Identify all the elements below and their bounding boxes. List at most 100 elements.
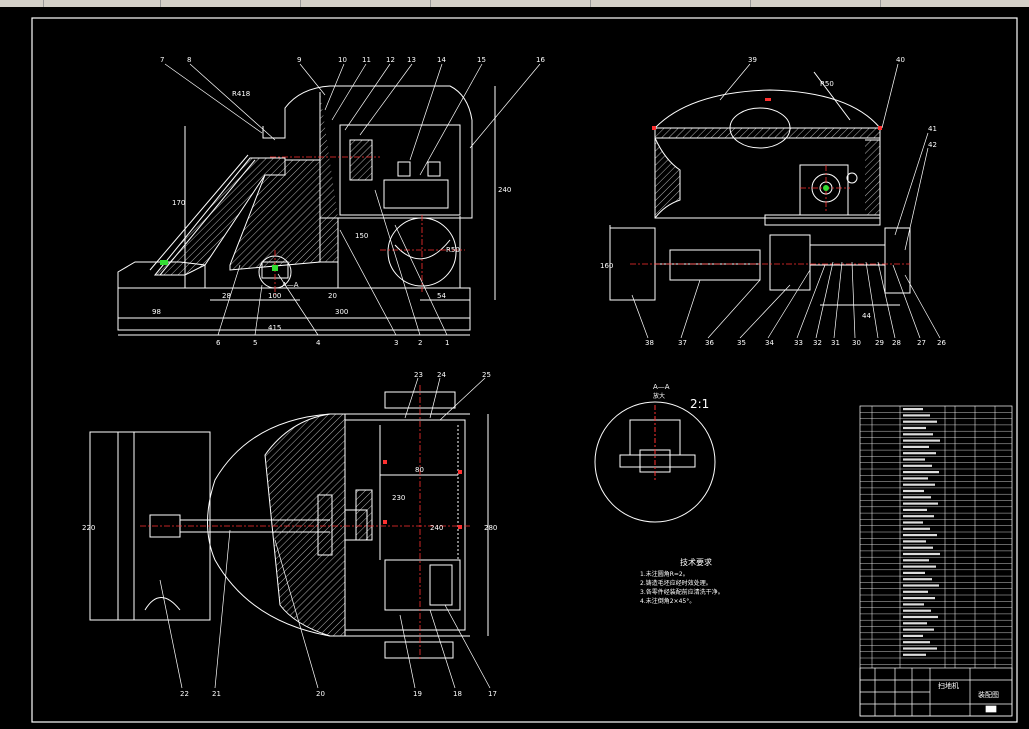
- parts-cell-mark: [903, 590, 928, 593]
- motor-foot: [397, 161, 411, 177]
- motor-foot: [427, 161, 441, 177]
- callout-number: 25: [482, 371, 491, 379]
- motor-box: [383, 179, 449, 209]
- chute-line: [159, 159, 256, 276]
- dim-text: 80: [415, 466, 424, 474]
- parts-cell-mark: [903, 464, 932, 467]
- callout-number: 18: [453, 690, 462, 698]
- drawing-type: 装配图: [978, 690, 999, 699]
- dim-text: 240: [430, 524, 443, 532]
- parts-cell-mark: [903, 653, 926, 656]
- side-callouts: 39 40 41 42 38 37 36 35 34 33 32 31 30 2…: [645, 56, 946, 347]
- parts-rows: [860, 406, 1012, 668]
- parts-cell-mark: [903, 565, 936, 568]
- title-block-texts: 扫地机 装配图: [938, 681, 999, 699]
- dim-text: R50: [446, 246, 460, 254]
- gear-hatch: [355, 489, 373, 541]
- toolbar-separator: [750, 0, 751, 7]
- dim-text: 240: [498, 186, 511, 194]
- callout-number: 19: [413, 690, 422, 698]
- parts-cell-mark: [903, 641, 930, 644]
- handle-arc: [144, 597, 181, 611]
- parts-cell-mark: [903, 420, 937, 423]
- toolbar-separator: [590, 0, 591, 7]
- dim-text: 230: [392, 494, 405, 502]
- parts-cell-mark: [903, 508, 927, 511]
- dim-line: [813, 71, 851, 121]
- callout-number: 8: [187, 56, 191, 64]
- callout-number: 42: [928, 141, 937, 149]
- parts-cell-mark: [903, 534, 937, 537]
- parts-cell-mark: [903, 477, 928, 480]
- front-center-lines: [270, 156, 465, 295]
- tech-req-line: 3.各零件经装配前应清洗干净。: [640, 588, 724, 596]
- front-callouts: 7 8 9 10 11 12 13 14 15 16 1 2 3 4 5 6: [160, 56, 545, 347]
- detail-plate: [619, 454, 696, 468]
- parts-cell-mark: [903, 628, 934, 631]
- toolbar-separator: [300, 0, 301, 7]
- callout-number: 22: [180, 690, 189, 698]
- parts-cell-mark: [903, 527, 930, 530]
- dim-text: 100: [268, 292, 281, 300]
- top-callouts: 23 24 25 22 21 20 19 18 17: [180, 371, 497, 698]
- toolbar-separator: [880, 0, 881, 7]
- toolbar-separator: [430, 0, 431, 7]
- side-red-marks: [652, 98, 882, 130]
- side-left-wall: [654, 137, 681, 219]
- callout-number: 28: [892, 339, 901, 347]
- cad-drawing-canvas[interactable]: 98 415 300 100 28 20 54 240 170 150 R418…: [0, 7, 1029, 729]
- dim-text: 150: [355, 232, 368, 240]
- top-center-lines: [140, 385, 470, 660]
- dim-text: 300: [335, 308, 348, 316]
- parts-cell-mark: [903, 634, 923, 637]
- callout-number: 38: [645, 339, 654, 347]
- dim-text: R50: [820, 80, 834, 88]
- main-wall: [229, 159, 321, 271]
- callout-number: 6: [216, 339, 221, 347]
- side-hole: [729, 107, 791, 149]
- callout-number: 39: [748, 56, 757, 64]
- callout-number: 33: [794, 339, 803, 347]
- dim-text: 170: [172, 199, 185, 207]
- parts-cell-mark: [903, 615, 938, 619]
- side-top-wall: [654, 127, 881, 139]
- callout-number: 23: [414, 371, 423, 379]
- dim-text: 28: [222, 292, 231, 300]
- detail-scale: 2:1: [690, 397, 709, 411]
- parts-cell-mark: [903, 426, 926, 430]
- top-leaders: [159, 377, 491, 689]
- callout-number: 15: [477, 56, 486, 64]
- wheel-top: [384, 391, 456, 409]
- callout-number: 5: [253, 339, 257, 347]
- callout-number: 14: [437, 56, 446, 64]
- callout-number: 2: [418, 339, 422, 347]
- callout-number: 37: [678, 339, 687, 347]
- detail-view-a-a: A—A 放大 2:1: [594, 383, 716, 523]
- callout-number: 40: [896, 56, 905, 64]
- parts-cell-mark: [903, 445, 929, 448]
- toolbar-separator: [160, 0, 161, 7]
- callout-number: 13: [407, 56, 416, 64]
- parts-cell-mark: [903, 433, 933, 436]
- tech-req-line: 2.铸造毛坯应经时效处理。: [640, 579, 712, 587]
- roller-slot: [317, 494, 333, 556]
- front-leaders: [164, 63, 541, 336]
- callout-number: 9: [297, 56, 301, 64]
- detail-circle: [594, 401, 716, 523]
- parts-cell-mark: [903, 559, 929, 562]
- front-view: [117, 85, 496, 336]
- callout-number: 10: [338, 56, 347, 64]
- chute-line: [149, 154, 249, 271]
- dim-text: 280: [484, 524, 497, 532]
- parts-cell-mark: [903, 647, 937, 650]
- parts-cell-mark: [903, 458, 925, 461]
- gear-block: [349, 139, 373, 181]
- detail-subtitle: 放大: [653, 392, 665, 400]
- parts-cell-mark: [903, 439, 940, 442]
- callout-number: 11: [362, 56, 371, 64]
- side-right-wall: [865, 139, 881, 216]
- parts-cell-mark: [903, 414, 930, 417]
- callout-number: 34: [765, 339, 774, 347]
- callout-number: 29: [875, 339, 884, 347]
- drawing-name: 扫地机: [938, 681, 959, 690]
